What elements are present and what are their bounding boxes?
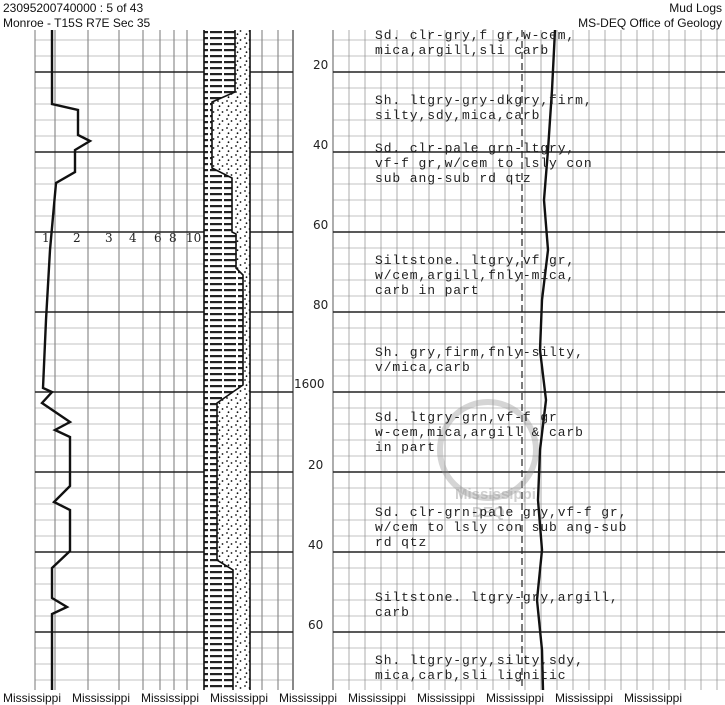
scale-label: 4 [129,231,137,245]
footer-text: Mississippi [3,691,62,705]
footer-text: Mississippi [72,691,131,705]
footer-text: Mississippi [141,691,200,705]
scale-label: 1 [42,231,50,245]
description-line: carb [375,605,410,620]
footer-text: Mississippi [279,691,338,705]
depth-label: 40 [308,538,324,552]
description-line: Sh. ltgry-gry,silty,sdy, [375,653,584,668]
depth-label: 20 [313,58,329,72]
lithology-description: Sh. gry,firm,fnly-silty,v/mica,carb [375,345,584,375]
description-line: mica,argill,sli carb [375,43,550,58]
agency-name: MS-DEQ Office of Geology [578,16,722,30]
description-line: Sd. clr-grn-pale gry,vf-f gr, [375,505,628,520]
scale-label: 6 [154,231,162,245]
shale-fill [204,30,243,690]
description-line: Siltstone. ltgry,vf gr, [375,253,576,268]
watermark-text: Mississippi [455,486,536,503]
description-line: w/cem,argill,fnly-mica, [375,268,576,283]
description-line: Sd. clr-pale grn-ltgry, [375,141,576,156]
description-line: silty,sdy,mica,carb [375,108,541,123]
description-line: vf-f gr,w/cem to lsly con [375,156,593,171]
scale-label: 10 [186,231,202,245]
lithology-description: Sd. clr-grn-pale gry,vf-f gr,w/cem to ls… [375,505,627,550]
description-line: Sd. ltgry-grn,vf-f gr [375,410,558,425]
well-id: 23095200740000 : 5 of 43 [3,1,144,15]
grid-lines [34,30,725,690]
well-location: Monroe - T15S R7E Sec 35 [3,16,151,30]
lithology-boundary [211,30,244,690]
depth-label: 20 [308,458,324,472]
description-line: sub ang-sub rd qtz [375,171,532,186]
footer-text: Mississippi [624,691,683,705]
sp-curve [40,30,93,690]
depth-label: 1600 [294,377,325,391]
depth-label: 60 [308,618,324,632]
footer-text: Mississippi [486,691,545,705]
depth-label: 80 [313,298,329,312]
description-line: carb in part [375,283,480,298]
log-curves [40,29,557,691]
watermark-text: DEQ [472,504,505,521]
footer-text: Mississippi [348,691,407,705]
description-line: rd qtz [375,535,428,550]
footer-watermark: Mississippi Mississippi Mississippi Miss… [0,691,725,705]
lithology-description: Siltstone. ltgry,vf gr,w/cem,argill,fnly… [375,253,575,298]
description-line: w-cem,mica,argill & carb [375,425,584,440]
lithology-description: Sh. ltgry-gry-dkgry,firm,silty,sdy,mica,… [375,93,593,123]
description-line: mica,carb,sli lignitic [375,668,567,683]
lithology-description: Sh. ltgry-gry,silty,sdy,mica,carb,sli li… [375,653,584,683]
description-line: Siltstone. ltgry-gry,argill, [375,590,619,605]
depth-label: 40 [313,138,329,152]
depth-label: 60 [313,218,329,232]
description-line: Sh. ltgry-gry-dkgry,firm, [375,93,593,108]
lithology-description: Siltstone. ltgry-gry,argill,carb [375,590,619,620]
lithology-description: Sd. clr-gry,f gr,w-cem,mica,argill,sli c… [375,28,575,58]
description-line: v/mica,carb [375,360,471,375]
lithology-description: Sd. clr-pale grn-ltgry,vf-f gr,w/cem to … [375,141,593,186]
footer-text: Mississippi [417,691,476,705]
watermark-seal [437,399,539,501]
footer-text: Mississippi [555,691,614,705]
description-line: in part [375,440,436,455]
scale-label: 2 [73,231,81,245]
scale-label: 3 [105,231,113,245]
description-line: Sd. clr-gry,f gr,w-cem, [375,28,576,43]
gas-curve [535,29,557,691]
description-line: Sh. gry,firm,fnly-silty, [375,345,584,360]
footer-text: Mississippi [210,691,269,705]
lithology-column [203,30,251,690]
scale-label: 8 [169,231,177,245]
description-line: w/cem to lsly con sub ang-sub [375,520,628,535]
document-type: Mud Logs [669,1,722,15]
